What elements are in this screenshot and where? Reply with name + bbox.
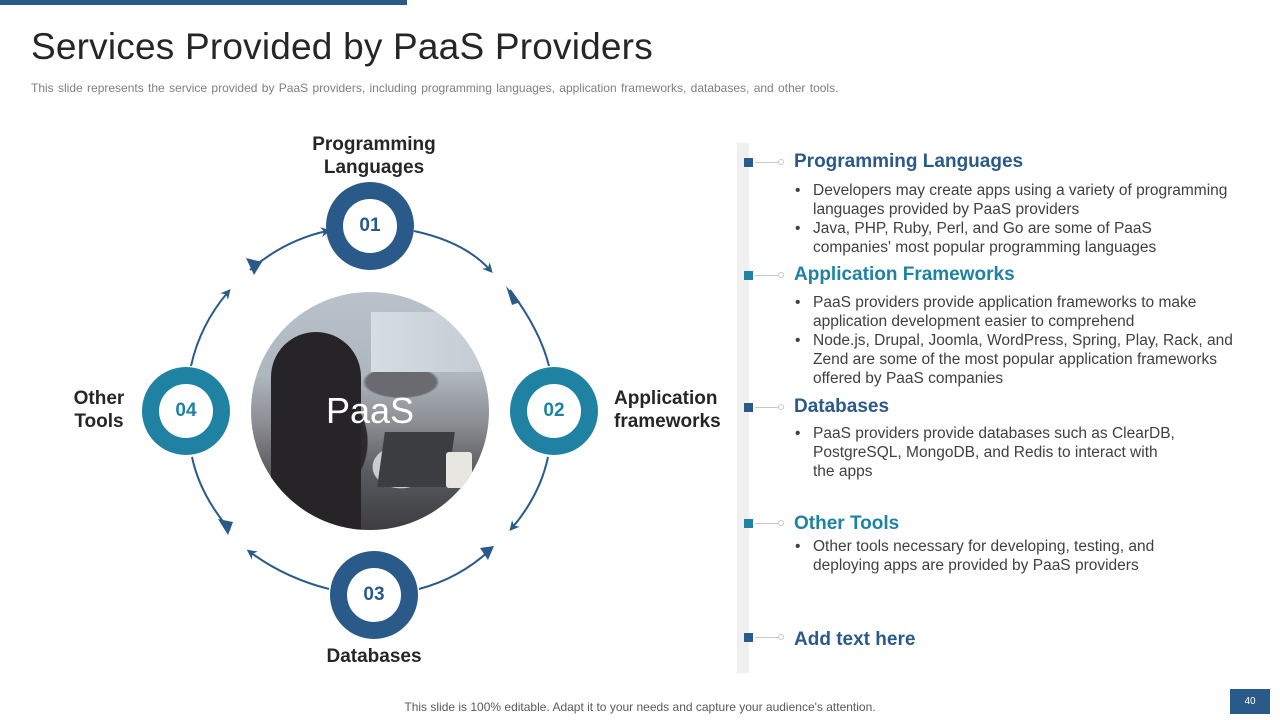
bullet-line: PaaS providers provide application frame…: [813, 294, 1197, 311]
bullet-line: Zend are some of the most popular applic…: [813, 351, 1218, 368]
page-number: 40: [1230, 689, 1270, 714]
node-04-label: Other Tools: [60, 387, 138, 433]
bullet-line: offered by PaaS companies: [813, 370, 1004, 387]
node-04-label-line2: Tools: [74, 411, 124, 432]
node-02-label-line1: Application: [614, 388, 718, 409]
bullet-line: Developers may create apps using a varie…: [813, 182, 1228, 199]
section-2-bullet-2: Node.js, Drupal, Joomla, WordPress, Spri…: [794, 331, 1233, 388]
section-1-marker: [744, 158, 753, 167]
section-4-title: Other Tools: [794, 513, 900, 534]
section-2-bullet-1: PaaS providers provide application frame…: [794, 293, 1233, 331]
node-03-number: 03: [347, 568, 401, 622]
arc-04-01b: [249, 227, 331, 271]
node-03-label-line1: Databases: [326, 646, 422, 667]
arc-02-03b: [418, 549, 491, 590]
bullet-line: deploying apps are provided by PaaS prov…: [813, 557, 1139, 574]
section-2-marker: [744, 271, 753, 280]
section-3-title: Databases: [794, 396, 890, 417]
section-1-bullet-2: Java, PHP, Ruby, Perl, and Go are some o…: [794, 219, 1227, 257]
node-01-number: 01: [343, 199, 397, 253]
section-3-marker: [744, 403, 753, 412]
section-5-connector: [755, 637, 781, 638]
bullet-line: application development easier to compre…: [813, 313, 1135, 330]
arc-04-01a: [190, 288, 231, 367]
bullet-line: Node.js, Drupal, Joomla, WordPress, Spri…: [813, 332, 1233, 349]
node-01-label: Programming Languages: [300, 133, 448, 179]
section-3-bullet-1: PaaS providers provide databases such as…: [794, 424, 1175, 481]
top-accent-bar: [0, 0, 407, 5]
node-02: 02: [510, 367, 598, 455]
section-1-connector: [755, 162, 781, 163]
section-4-connector: [755, 523, 781, 524]
node-04-label-line1: Other: [73, 388, 125, 409]
bullet-line: Other tools necessary for developing, te…: [813, 538, 1155, 555]
section-1-connector-dot: [778, 159, 784, 165]
node-04: 04: [142, 367, 230, 455]
node-01: 01: [326, 182, 414, 270]
photo-cup-shape: [446, 452, 472, 488]
node-02-number: 02: [527, 384, 581, 438]
section-2-connector-dot: [778, 272, 784, 278]
slide-subtitle: This slide represents the service provid…: [31, 81, 839, 95]
slide-footer: This slide is 100% editable. Adapt it to…: [404, 700, 876, 714]
bullet-line: languages provided by PaaS providers: [813, 201, 1080, 218]
section-4-connector-dot: [778, 520, 784, 526]
arc-01-02b: [509, 289, 550, 367]
section-5-connector-dot: [778, 634, 784, 640]
center-label: PaaS: [325, 390, 415, 431]
section-1-bullets: Developers may create apps using a varie…: [794, 181, 1227, 257]
center-photo: PaaS: [251, 292, 489, 530]
section-3-bullets: PaaS providers provide databases such as…: [794, 424, 1175, 481]
section-2-title: Application Frameworks: [794, 264, 1015, 285]
bullet-line: companies' most popular programming lang…: [813, 239, 1157, 256]
section-4-bullet-1: Other tools necessary for developing, te…: [794, 537, 1154, 575]
photo-person-shape: [271, 332, 361, 530]
section-3-connector: [755, 407, 781, 408]
bullet-line: PostgreSQL, MongoDB, and Redis to intera…: [813, 444, 1158, 461]
section-4-bullets: Other tools necessary for developing, te…: [794, 537, 1154, 575]
section-2-bullets: PaaS providers provide application frame…: [794, 293, 1233, 388]
arc-01-02a: [413, 230, 493, 273]
node-01-label-line1: Programming: [312, 134, 436, 155]
section-1-bullet-1: Developers may create apps using a varie…: [794, 181, 1227, 219]
slide-title: Services Provided by PaaS Providers: [31, 26, 653, 67]
bullet-line: Java, PHP, Ruby, Perl, and Go are some o…: [813, 220, 1152, 237]
node-02-label: Application frameworks: [614, 387, 734, 433]
section-2-connector: [755, 275, 781, 276]
section-5-title: Add text here: [794, 629, 916, 650]
photo-window-shape: [371, 312, 481, 372]
node-04-number: 04: [159, 384, 213, 438]
section-4-marker: [744, 519, 753, 528]
node-03-label: Databases: [300, 645, 448, 668]
bullet-line: the apps: [813, 463, 873, 480]
node-03: 03: [330, 551, 418, 639]
section-5-marker: [744, 633, 753, 642]
arc-03-04a: [246, 549, 330, 590]
arc-03-04b: [191, 456, 231, 531]
bullet-line: PaaS providers provide databases such as…: [813, 425, 1175, 442]
section-3-connector-dot: [778, 404, 784, 410]
arc-02-03a: [509, 456, 549, 532]
node-02-label-line2: frameworks: [614, 411, 721, 432]
node-01-label-line2: Languages: [323, 157, 425, 178]
section-1-title: Programming Languages: [794, 151, 1024, 172]
